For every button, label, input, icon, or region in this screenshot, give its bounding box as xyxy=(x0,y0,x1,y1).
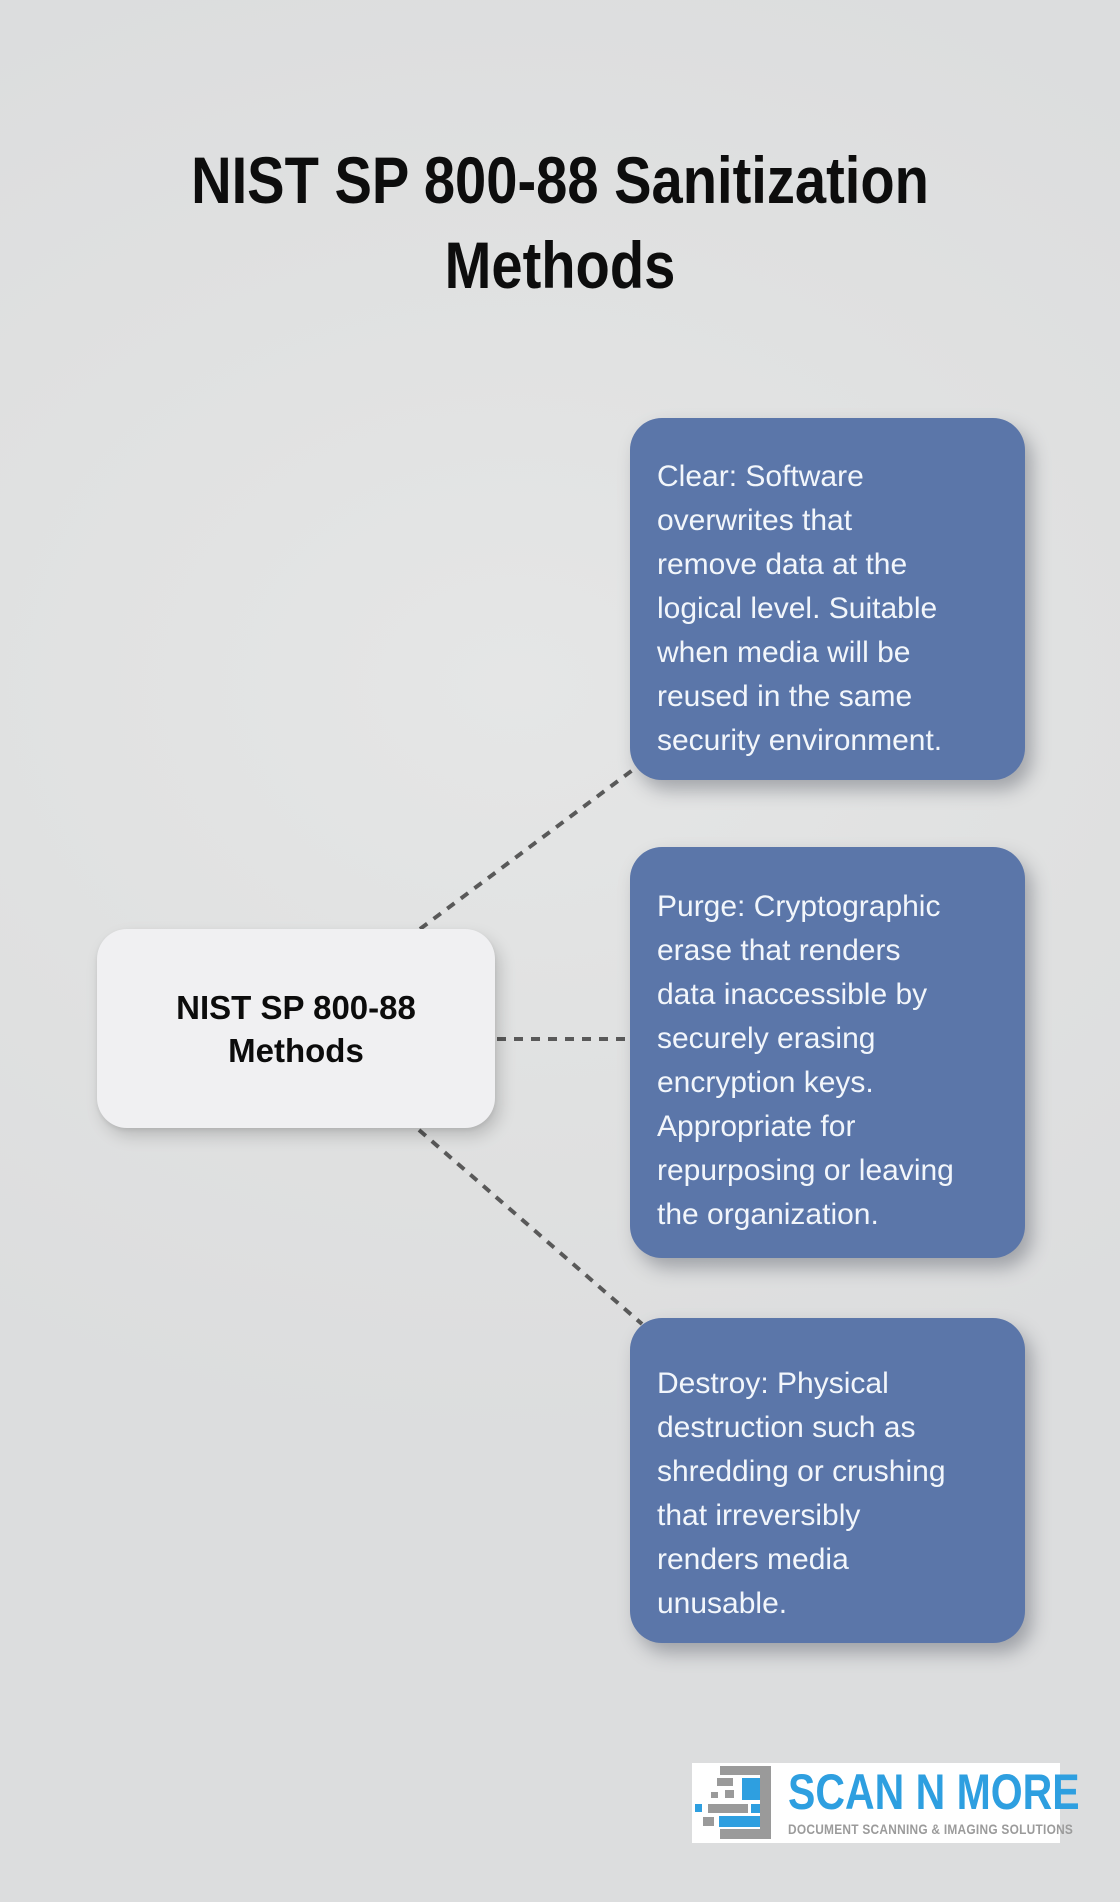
text-line: Destroy: Physical xyxy=(657,1367,889,1400)
text-line: destruction such as xyxy=(657,1411,916,1444)
icon-block xyxy=(711,1792,718,1798)
scan-document-icon xyxy=(692,1763,782,1843)
text-line: shredding or crushing xyxy=(657,1455,946,1488)
text-line: Methods xyxy=(228,1031,364,1069)
icon-block xyxy=(703,1817,714,1826)
text-line: Appropriate for xyxy=(657,1110,856,1143)
text-line: the organization. xyxy=(657,1198,879,1231)
text-line: reused in the same xyxy=(657,680,913,713)
text-line: that irreversibly xyxy=(657,1499,861,1532)
card-purge-method: Purge: Cryptographic erase that renders da… xyxy=(630,847,1025,1258)
connector-central-to-clear xyxy=(418,767,636,931)
text-line: renders media xyxy=(657,1543,849,1576)
text-line: unusable. xyxy=(657,1587,788,1620)
card-destroy-method: Destroy: Physical destruction such as shre… xyxy=(630,1318,1025,1643)
icon-block xyxy=(725,1790,734,1798)
text-line: Clear: Software xyxy=(657,460,864,493)
icon-block xyxy=(719,1816,760,1827)
logo: SCAN N MORE DOCUMENT SCANNING & IMAGING … xyxy=(692,1763,1080,1843)
logo-tagline: DOCUMENT SCANNING & IMAGING SOLUTIONS xyxy=(788,1821,1074,1837)
text-line: repurposing or leaving xyxy=(657,1154,954,1187)
logo-wordmark: SCAN N MORE xyxy=(788,1764,1080,1820)
text-line: Purge: Cryptographic xyxy=(657,890,941,923)
icon-block xyxy=(742,1778,760,1800)
text-line: security environment. xyxy=(657,724,943,757)
text-line: Methods xyxy=(444,228,676,303)
text-line: remove data at the xyxy=(657,548,908,581)
card-clear-method: Clear: Software overwrites that remove dat… xyxy=(630,418,1025,780)
text-line: when media will be xyxy=(657,636,911,669)
icon-block xyxy=(720,1829,770,1839)
icon-block xyxy=(720,1766,770,1775)
text-line: NIST SP 800-88 Sanitization xyxy=(191,143,929,218)
icon-block xyxy=(717,1778,733,1786)
text-line: logical level. Suitable xyxy=(657,592,938,625)
icon-block xyxy=(760,1766,771,1839)
text-line: encryption keys. xyxy=(657,1066,874,1099)
text-line: data inaccessible by xyxy=(657,978,928,1011)
icon-block xyxy=(708,1804,748,1813)
text-line: NIST SP 800-88 xyxy=(176,988,416,1026)
text-line: securely erasing xyxy=(657,1022,876,1055)
text-line: overwrites that xyxy=(657,504,853,537)
text-line: erase that renders xyxy=(657,934,901,967)
connector-central-to-destroy xyxy=(417,1128,644,1326)
icon-block xyxy=(751,1804,760,1813)
icon-block xyxy=(695,1804,702,1812)
